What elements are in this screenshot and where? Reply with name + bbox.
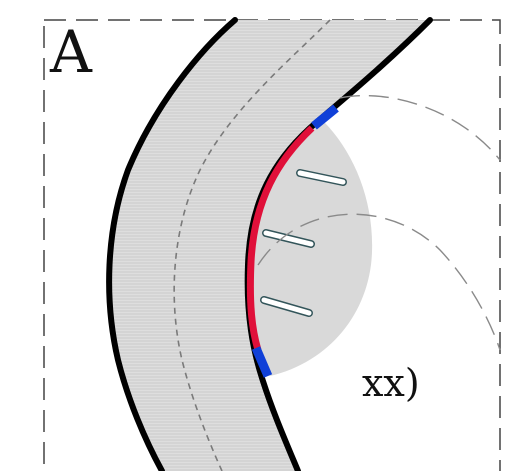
road-surface	[109, 20, 430, 471]
curb-blue-bottom	[251, 346, 273, 378]
road-center-line	[173, 19, 331, 471]
road-edge-left	[106, 17, 238, 471]
white-bar-icon	[296, 169, 347, 186]
white-bar-icon	[260, 296, 313, 317]
annotation-label: xx)	[362, 361, 420, 405]
parking-marks	[260, 169, 347, 317]
panel-label: A	[49, 18, 93, 86]
white-bar-icon	[262, 229, 315, 248]
guide-arc-lower	[257, 213, 501, 351]
guide-arc-upper	[339, 94, 501, 161]
curb-blue-top	[311, 104, 339, 130]
curb-red	[246, 125, 315, 352]
